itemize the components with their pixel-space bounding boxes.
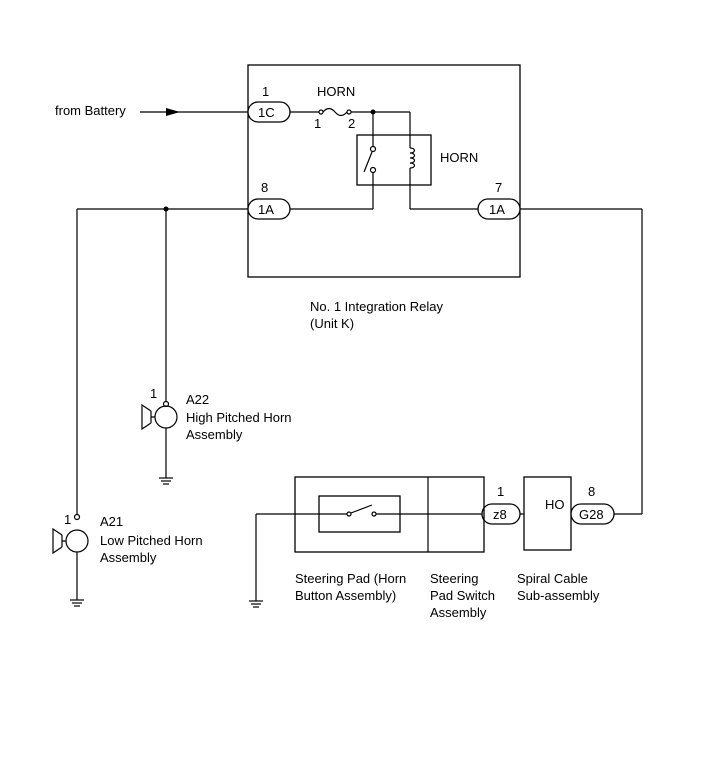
fuse-label: HORN — [317, 84, 355, 99]
horn-relay-box — [356, 134, 432, 186]
low-horn-name-line1: Low Pitched Horn — [100, 533, 203, 548]
spiral-cable-line1: Spiral Cable — [517, 571, 588, 586]
connector-g28 — [570, 503, 615, 525]
low-horn-code: A21 — [100, 514, 123, 529]
steering-pad-switch-line1: Steering — [430, 571, 478, 586]
connector-1c-label: 1C — [258, 105, 275, 120]
steering-pad-line2: Button Assembly) — [295, 588, 396, 603]
ground-icon — [70, 599, 84, 607]
steering-pad-switch-line3: Assembly — [430, 605, 487, 620]
steering-pad-line1: Steering Pad (Horn — [295, 571, 406, 586]
horn-button-switch-icon — [350, 504, 373, 514]
connector-1a-pin7: 7 — [495, 180, 502, 195]
relay-name-line1: No. 1 Integration Relay — [310, 299, 443, 314]
fuse-pin-in: 1 — [314, 116, 321, 131]
connector-z8-pin: 1 — [497, 484, 504, 499]
high-horn-icon — [154, 405, 178, 429]
connector-g28-pin: 8 — [588, 484, 595, 499]
high-horn-code: A22 — [186, 392, 209, 407]
spiral-cable-line2: Sub-assembly — [517, 588, 600, 603]
fuse-icon — [322, 107, 348, 117]
high-horn-name-line1: High Pitched Horn — [186, 410, 292, 425]
connector-g28-label: G28 — [579, 507, 604, 522]
high-horn-name-line2: Assembly — [186, 427, 243, 442]
low-horn-icon — [65, 529, 89, 553]
relay-name-line2: (Unit K) — [310, 316, 354, 331]
low-horn-name-line2: Assembly — [100, 550, 157, 565]
steering-pad-switch-line2: Pad Switch — [430, 588, 495, 603]
connector-1a-left-label: 1A — [258, 202, 274, 217]
spiral-cable-box — [523, 476, 572, 551]
high-horn-pin: 1 — [150, 386, 157, 401]
ground-icon — [159, 477, 173, 485]
battery-arrow-icon — [166, 108, 180, 116]
battery-label: from Battery — [55, 103, 126, 118]
connector-1a-right-label: 1A — [489, 202, 505, 217]
integration-relay-box — [247, 64, 521, 278]
low-horn-pin: 1 — [64, 512, 71, 527]
relay-coil-icon — [409, 147, 416, 169]
connector-1c-pin: 1 — [262, 84, 269, 99]
relay-switch-contact-icon — [363, 151, 373, 173]
connector-1a-pin8: 8 — [261, 180, 268, 195]
fuse-pin-out: 2 — [348, 116, 355, 131]
ground-icon — [249, 600, 263, 608]
connector-z8-label: z8 — [493, 507, 507, 522]
spiral-cable-terminal: HO — [545, 497, 565, 512]
horn-relay-label: HORN — [440, 150, 478, 165]
